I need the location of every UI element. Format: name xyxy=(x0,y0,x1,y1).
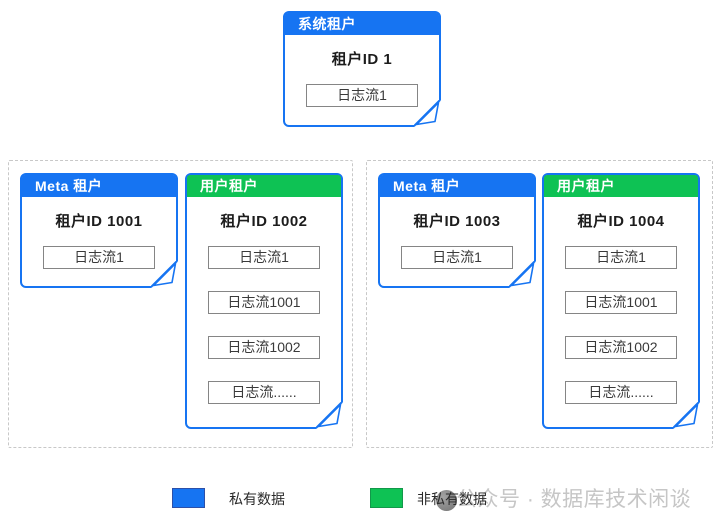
tenant-box-meta: Meta 租户 租户ID 1003 日志流1 xyxy=(378,173,536,288)
legend-label-private-data: 私有数据 xyxy=(229,491,285,507)
tenant-group-dashed-container: Meta 租户 租户ID 1001 日志流1 用户租户 租户ID 1002 日志… xyxy=(8,160,353,448)
log-stream-list: 日志流1 xyxy=(380,246,534,269)
folded-corner-icon xyxy=(509,261,536,288)
legend-swatch-private-data xyxy=(172,488,205,508)
log-stream-box: 日志流1 xyxy=(401,246,513,269)
tenant-header: 系统租户 xyxy=(285,13,439,35)
log-stream-box: 日志流1001 xyxy=(208,291,320,314)
tenant-id-label: 租户ID 1003 xyxy=(413,213,501,230)
log-stream-box: 日志流1 xyxy=(306,84,418,107)
log-stream-box: 日志流1 xyxy=(565,246,677,269)
log-stream-box: 日志流...... xyxy=(208,381,320,404)
wechat-logo-icon xyxy=(436,490,457,511)
legend-swatch-non-private-data xyxy=(370,488,403,508)
folded-corner-icon xyxy=(151,261,178,288)
log-stream-box: 日志流...... xyxy=(565,381,677,404)
tenant-box-user: 用户租户 租户ID 1004 日志流1 日志流1001 日志流1002 日志流....… xyxy=(542,173,700,429)
tenant-id-label: 租户ID 1 xyxy=(331,51,393,68)
log-stream-box: 日志流1002 xyxy=(565,336,677,359)
log-stream-box: 日志流1 xyxy=(208,246,320,269)
tenant-header: Meta 租户 xyxy=(22,175,176,197)
tenant-id-label: 租户ID 1004 xyxy=(577,213,665,230)
log-stream-list: 日志流1 日志流1001 日志流1002 日志流...... xyxy=(187,246,341,404)
log-stream-box: 日志流1001 xyxy=(565,291,677,314)
tenant-box-system: 系统租户 租户ID 1 日志流1 xyxy=(283,11,441,127)
tenant-id-label: 租户ID 1002 xyxy=(220,213,308,230)
tenant-group-dashed-container: Meta 租户 租户ID 1003 日志流1 用户租户 租户ID 1004 日志… xyxy=(366,160,713,448)
log-stream-box: 日志流1 xyxy=(43,246,155,269)
watermark-text: 公众号 · 数据库技术闲谈 xyxy=(456,488,692,511)
folded-corner-icon xyxy=(316,402,343,429)
tenant-header: 用户租户 xyxy=(544,175,698,197)
tenant-box-meta: Meta 租户 租户ID 1001 日志流1 xyxy=(20,173,178,288)
tenant-header: 用户租户 xyxy=(187,175,341,197)
tenant-id-label: 租户ID 1001 xyxy=(55,213,143,230)
log-stream-box: 日志流1002 xyxy=(208,336,320,359)
legend-label-non-private-data: 非私有数据 xyxy=(417,491,487,507)
tenant-box-user: 用户租户 租户ID 1002 日志流1 日志流1001 日志流1002 日志流....… xyxy=(185,173,343,429)
tenant-header: Meta 租户 xyxy=(380,175,534,197)
log-stream-list: 日志流1 xyxy=(285,84,439,107)
folded-corner-icon xyxy=(414,100,441,127)
log-stream-list: 日志流1 xyxy=(22,246,176,269)
log-stream-list: 日志流1 日志流1001 日志流1002 日志流...... xyxy=(544,246,698,404)
folded-corner-icon xyxy=(673,402,700,429)
